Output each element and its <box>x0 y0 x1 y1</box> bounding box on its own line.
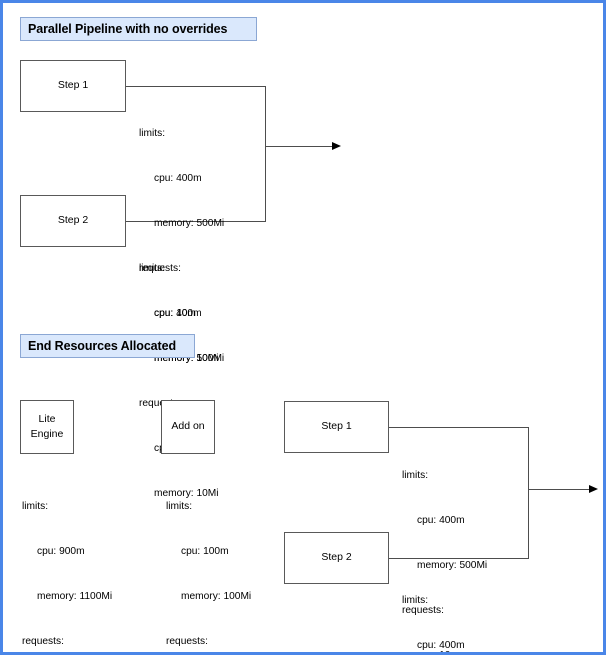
lite-engine-box[interactable]: Lite Engine <box>20 400 74 454</box>
top-step1-requests-memory: memory: 10Mi <box>154 352 219 364</box>
section-title-parallel-pipeline-label: Parallel Pipeline with no overrides <box>28 22 228 36</box>
lite-engine-limits-label: limits: <box>22 500 49 512</box>
bottom-step2-limits-cpu: cpu: 400m <box>417 639 465 651</box>
top-step1-requests-cpu: cpu: 10m <box>154 307 196 319</box>
top-step1-limits-cpu: cpu: 400m <box>154 172 202 184</box>
top-step1-connector-line <box>126 86 266 87</box>
section-title-parallel-pipeline: Parallel Pipeline with no overrides <box>20 17 257 41</box>
top-step1-limits-label: limits: <box>139 127 166 139</box>
bottom-step1-limits-label: limits: <box>402 469 429 481</box>
top-step2-limits-cpu: cpu: 400m <box>154 307 202 319</box>
bottom-step2-limits-label: limits: <box>402 594 429 606</box>
bottom-output-arrow-line <box>528 489 590 490</box>
bottom-step1-connector-line <box>389 427 529 428</box>
top-step1-requests-label: requests: <box>139 262 181 274</box>
add-on-spec: limits: cpu: 100m memory: 100Mi requests… <box>166 470 252 652</box>
add-on-box[interactable]: Add on <box>161 400 215 454</box>
top-step1-box[interactable]: Step 1 <box>20 60 126 112</box>
top-step2-label: Step 2 <box>57 214 89 227</box>
bottom-step1-limits-cpu: cpu: 400m <box>417 514 465 526</box>
top-step1-label: Step 1 <box>57 79 89 92</box>
add-on-limits-label: limits: <box>166 500 193 512</box>
bottom-step2-box[interactable]: Step 2 <box>284 532 389 584</box>
top-step1-resources <box>3 3 9 33</box>
top-step2-requests-memory: memory: 10Mi <box>154 487 219 499</box>
bottom-step1-requests-label: requests: <box>402 604 444 616</box>
add-on-label: Add on <box>171 420 205 433</box>
top-step2-requests-label: requests: <box>139 397 181 409</box>
bottom-step2-connector-line <box>389 558 529 559</box>
bottom-junction-line <box>528 427 529 559</box>
top-step2-limits-memory: memory: 500Mi <box>154 352 225 364</box>
lite-engine-label-line1: Lite <box>38 412 56 425</box>
top-step2-limits-label: limits: <box>139 262 166 274</box>
lite-engine-limits-cpu: cpu: 900m <box>37 545 85 557</box>
lite-engine-requests-label: requests: <box>22 635 64 647</box>
add-on-limits-memory: memory: 100Mi <box>181 590 252 602</box>
top-output-arrow-head <box>332 142 341 150</box>
top-step2-box[interactable]: Step 2 <box>20 195 126 247</box>
bottom-step2-spec: limits: cpu: 400m memory: 500Mi requests… <box>402 564 487 652</box>
bottom-step2-label: Step 2 <box>321 551 352 564</box>
top-output-arrow-line <box>265 146 333 147</box>
top-step2-connector-line <box>126 221 266 222</box>
top-step1-spec: limits: cpu: 400m memory: 500Mi requests… <box>139 97 224 397</box>
bottom-output-arrow-head <box>589 485 598 493</box>
bottom-step1-label: Step 1 <box>321 420 352 433</box>
add-on-requests-label: requests: <box>166 635 208 647</box>
lite-engine-spec: limits: cpu: 900m memory: 1100Mi request… <box>22 470 113 652</box>
top-step1-limits-memory: memory: 500Mi <box>154 217 225 229</box>
add-on-limits-cpu: cpu: 100m <box>181 545 229 557</box>
top-junction-line <box>265 86 266 222</box>
lite-engine-label-line2: Engine <box>30 428 64 440</box>
lite-engine-limits-memory: memory: 1100Mi <box>37 590 113 602</box>
bottom-step1-requests-cpu: cpu: 10m <box>402 649 487 652</box>
bottom-step1-limits-memory: memory: 500Mi <box>417 559 488 571</box>
section-title-end-resources: End Resources Allocated <box>20 334 195 358</box>
bottom-step1-spec: limits: cpu: 400m memory: 500Mi requests… <box>402 439 488 652</box>
bottom-step1-box[interactable]: Step 1 <box>284 401 389 453</box>
section-title-end-resources-label: End Resources Allocated <box>28 339 176 353</box>
